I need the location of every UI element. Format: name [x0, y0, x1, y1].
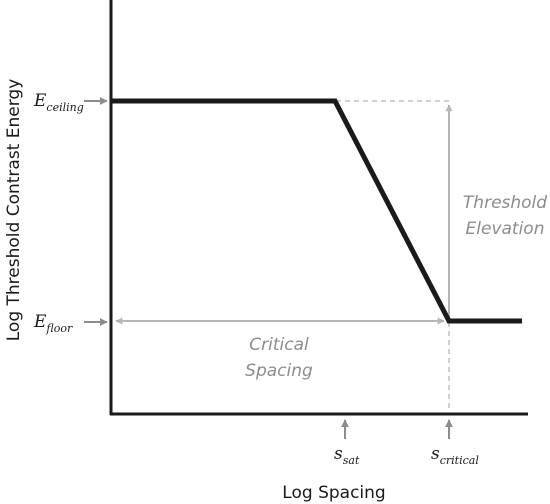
saturation-spacing-label: ssat	[334, 444, 360, 467]
floor-label: Efloor	[33, 312, 73, 335]
ceiling-label: Eceiling	[33, 91, 84, 114]
ceiling-label-base: E	[33, 91, 47, 111]
x-axis-title: Log Spacing	[282, 483, 385, 503]
saturation-label-base: s	[334, 444, 343, 464]
threshold-elevation-label-line-2: Elevation	[466, 219, 545, 239]
ceiling-label-sub: ceiling	[46, 101, 83, 114]
floor-label-base: E	[33, 312, 47, 332]
critical-spacing-label-line-2: Spacing	[245, 361, 313, 381]
saturation-label-sub: sat	[343, 454, 360, 467]
floor-label-sub: floor	[45, 322, 73, 335]
critical-spacing-var-label: scritical	[431, 444, 479, 467]
threshold-curve	[111, 98, 522, 324]
critical-var-label-sub: critical	[440, 454, 480, 467]
critical-var-label-base: s	[431, 444, 440, 464]
critical-spacing-label-line-1: Critical	[249, 335, 309, 355]
y-axis-title: Log Threshold Contrast Energy	[4, 79, 24, 342]
threshold-elevation-label-line-1: Threshold	[463, 193, 547, 213]
